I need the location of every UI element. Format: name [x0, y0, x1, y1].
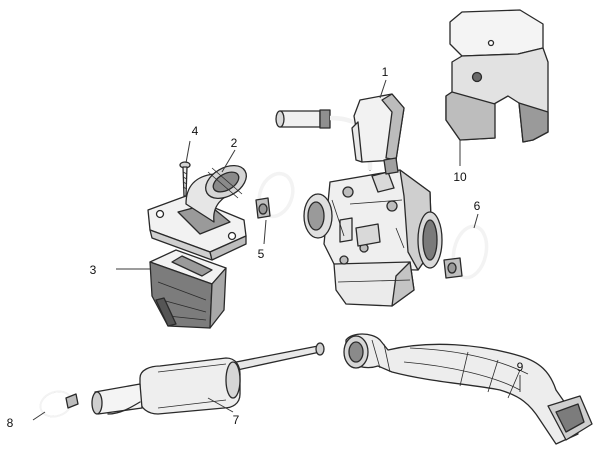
leader-line-6: [473, 213, 479, 229]
part-label-1: 1: [382, 65, 389, 79]
part-8-small-clamp: [39, 390, 79, 418]
part-6-hose-clamp: [443, 224, 489, 280]
part-7-intake-tube: [91, 342, 325, 415]
part-10-carburetor-cover: [445, 9, 549, 143]
part-2-intake-manifold: [147, 164, 247, 261]
leader-line-7: [207, 397, 234, 413]
part-label-6: 6: [474, 199, 481, 213]
part-label-10: 10: [453, 170, 467, 184]
leader-line-1: [379, 79, 387, 99]
part-label-4: 4: [192, 124, 199, 138]
part-5-hose-clamp: [255, 171, 295, 219]
part-label-3: 3: [90, 263, 97, 277]
part-3-reed-valve: [149, 249, 227, 329]
part-label-8: 8: [7, 416, 14, 430]
part-label-9: 9: [517, 360, 524, 374]
part-1-carburetor: [275, 93, 443, 307]
part-label-5: 5: [258, 247, 265, 261]
part-label-7: 7: [233, 413, 240, 427]
part-9-intake-hose: [343, 333, 593, 445]
leader-lines: [32, 79, 521, 421]
leader-line-4: [185, 140, 191, 164]
part-4-screw: [179, 161, 191, 197]
part-labels: 1 2 3 4 5 6 7 8 9 10: [7, 65, 524, 430]
leader-line-5: [263, 219, 267, 245]
part-label-2: 2: [231, 136, 238, 150]
leader-line-8: [32, 411, 46, 421]
leader-line-2: [221, 149, 236, 173]
